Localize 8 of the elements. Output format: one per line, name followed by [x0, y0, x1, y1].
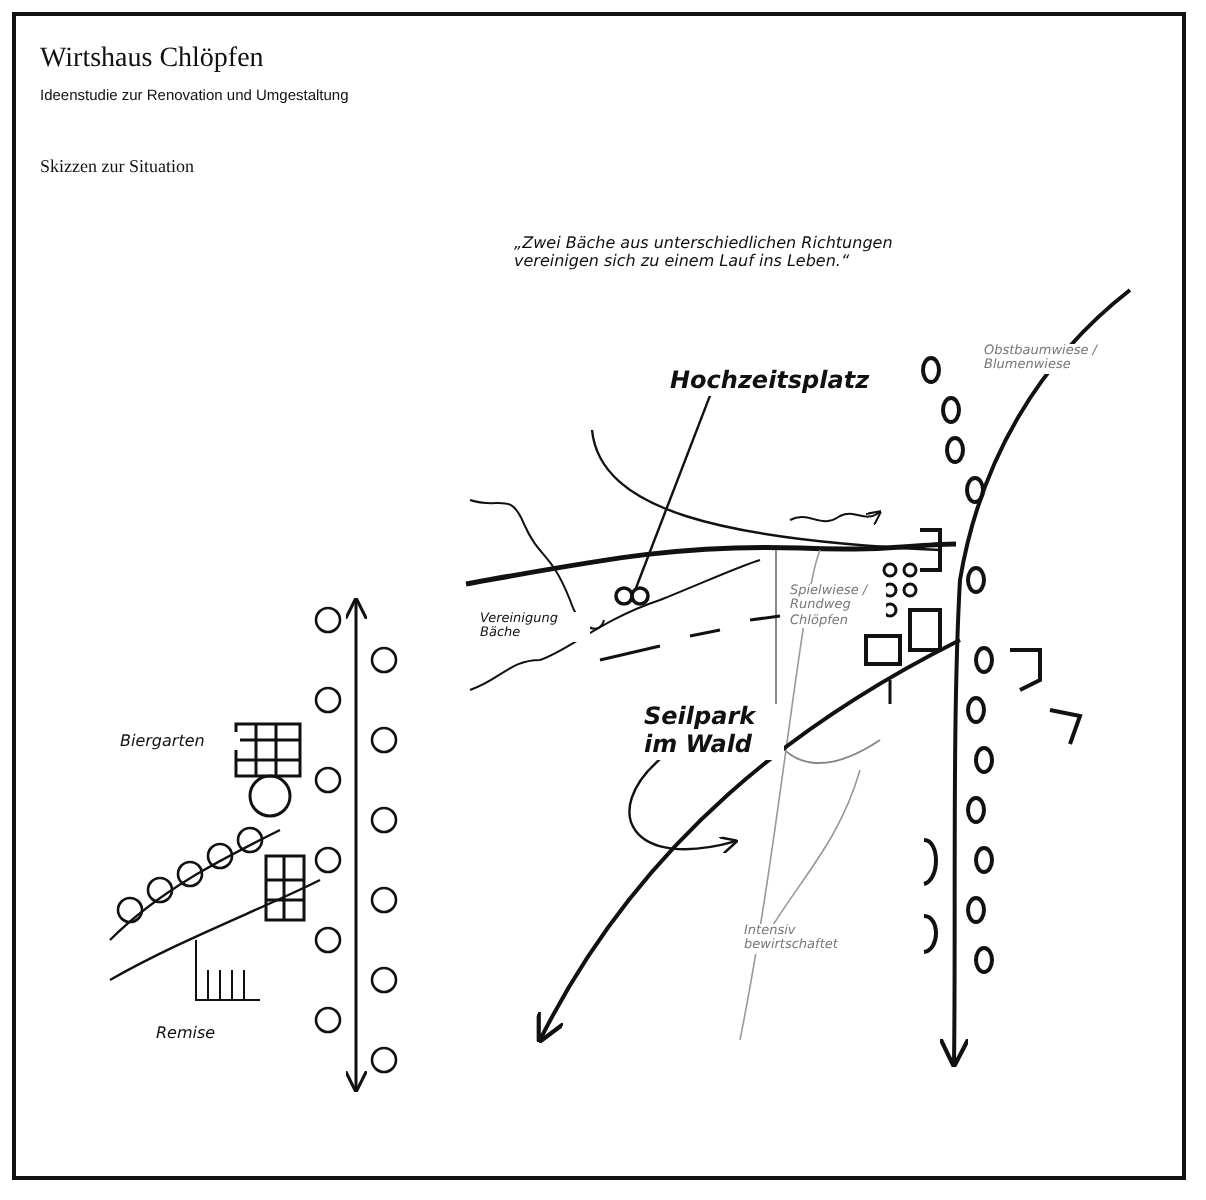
rings-icon: [614, 586, 650, 606]
arrow: [628, 758, 739, 854]
handwritten-label: Seilpark im Wald: [644, 704, 784, 760]
handwritten-label: Biergarten: [120, 732, 240, 751]
section-heading: Skizzen zur Situation: [40, 156, 196, 177]
page-title: Wirtshaus Chlöpfen: [40, 44, 264, 77]
handwritten-label: Hochzeitsplatz: [670, 368, 870, 396]
leader-line: [634, 395, 712, 589]
